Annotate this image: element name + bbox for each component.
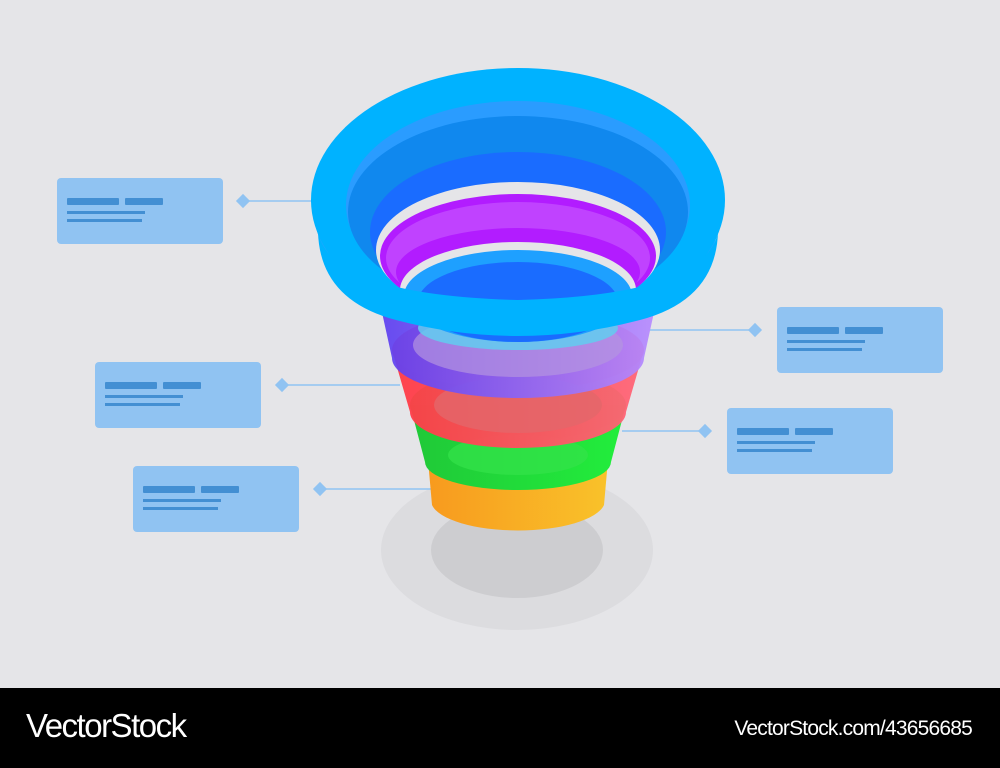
stage-2-label-box xyxy=(777,307,943,373)
placeholder-title xyxy=(67,198,119,205)
placeholder-text xyxy=(787,348,862,351)
placeholder-title xyxy=(163,382,201,389)
stock-id-link[interactable]: VectorStock.com/43656685 xyxy=(734,717,972,740)
placeholder-text xyxy=(737,449,812,452)
placeholder-title xyxy=(845,327,883,334)
stage-5-label-box xyxy=(133,466,299,532)
placeholder-text xyxy=(143,507,218,510)
placeholder-title xyxy=(737,428,789,435)
funnel-infographic xyxy=(57,68,943,598)
placeholder-title xyxy=(787,327,839,334)
brand-logo: VectorStock xyxy=(26,707,187,744)
placeholder-title xyxy=(125,198,163,205)
watermark-footer: VectorStock VectorStock.com/43656685 xyxy=(0,688,1000,768)
placeholder-title xyxy=(201,486,239,493)
stage-3-label-box xyxy=(95,362,261,428)
placeholder-text xyxy=(67,219,142,222)
connector-lines xyxy=(235,193,763,497)
placeholder-title xyxy=(795,428,833,435)
placeholder-text xyxy=(737,441,815,444)
stage-1-label-box xyxy=(57,178,223,244)
placeholder-title xyxy=(143,486,195,493)
funnel-graphic xyxy=(235,68,763,598)
placeholder-title xyxy=(105,382,157,389)
placeholder-text xyxy=(143,499,221,502)
placeholder-text xyxy=(67,211,145,214)
funnel-stage-1 xyxy=(311,68,725,342)
stage-4-label-box xyxy=(727,408,893,474)
placeholder-text xyxy=(105,395,183,398)
placeholder-text xyxy=(105,403,180,406)
placeholder-text xyxy=(787,340,865,343)
